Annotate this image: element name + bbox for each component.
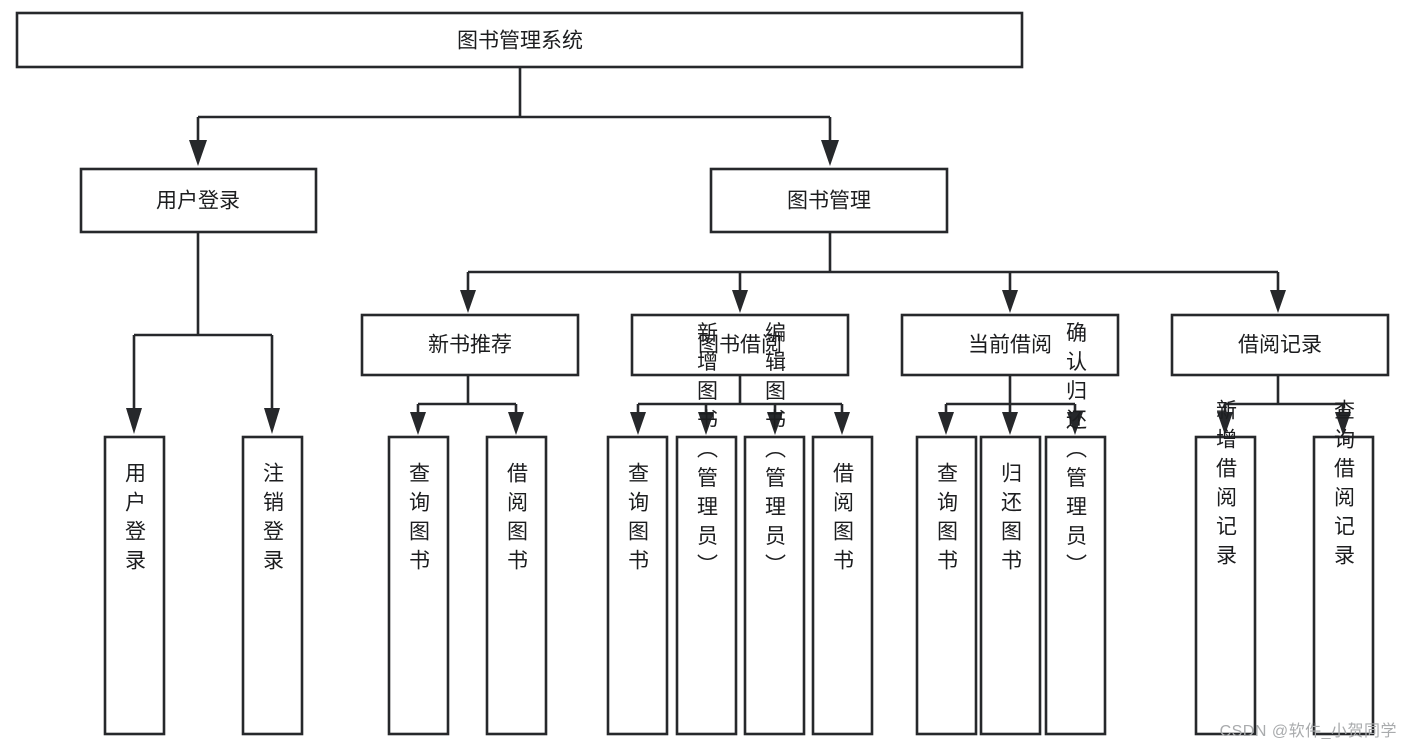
- node-user-login[interactable]: 用户登录: [79, 167, 318, 234]
- node-leaf-borrow-book[interactable]: 借阅图书: [811, 435, 874, 736]
- node-leaf-add-borrow-record-box[interactable]: [1194, 435, 1257, 736]
- node-leaf-return-book[interactable]: 归还图书: [979, 435, 1042, 736]
- arrow-head-l4-12: [1335, 412, 1351, 435]
- node-leaf-logout[interactable]: 注销登录: [241, 435, 304, 736]
- node-leaf-edit-book-admin[interactable]: 编辑图书（管理员）: [743, 322, 806, 736]
- node-user-login-label: 用户登录: [156, 190, 240, 213]
- node-new-book-recommend-label: 新书推荐: [428, 334, 512, 357]
- node-new-book-recommend[interactable]: 新书推荐: [360, 313, 580, 377]
- arrow-head-l4-4: [630, 412, 646, 435]
- arrow-head-l4-9: [1002, 412, 1018, 435]
- node-leaf-add-borrow-record-label: 新增借阅记录: [1214, 399, 1238, 573]
- node-leaf-query-book-rec[interactable]: 查询图书: [387, 435, 450, 736]
- arrow-head-l2-0: [189, 140, 207, 166]
- arrow-head-l4-11: [1217, 412, 1233, 435]
- arrow-head-l3-1: [732, 290, 748, 313]
- arrow-head-l4-7: [834, 412, 850, 435]
- node-leaf-query-borrow-record-label: 查询借阅记录: [1332, 399, 1356, 573]
- node-leaf-confirm-return-admin-box[interactable]: [1044, 435, 1107, 736]
- arrow-head-l3-2: [1002, 290, 1018, 313]
- arrow-head-l4-2: [410, 412, 426, 435]
- node-current-borrow-label: 当前借阅: [968, 334, 1052, 357]
- node-leaf-borrow-book-label: 借阅图书: [831, 462, 855, 578]
- node-leaf-query-book-box[interactable]: [606, 435, 669, 736]
- node-borrow-record[interactable]: 借阅记录: [1170, 313, 1390, 377]
- node-leaf-logout-box[interactable]: [241, 435, 304, 736]
- node-leaf-add-book-admin-box[interactable]: [675, 435, 738, 736]
- node-leaf-return-book-box[interactable]: [979, 435, 1042, 736]
- node-leaf-query-book-cur-box[interactable]: [915, 435, 978, 736]
- node-leaf-borrow-book-rec[interactable]: 借阅图书: [485, 435, 548, 736]
- node-leaf-add-book-admin-label: 新增图书（管理员）: [695, 322, 719, 583]
- arrow-head-l4-10: [1067, 412, 1083, 435]
- node-leaf-confirm-return-admin[interactable]: 确认归还（管理员）: [1044, 322, 1107, 736]
- node-book-borrow[interactable]: 图书借阅: [630, 313, 850, 377]
- node-leaf-confirm-return-admin-label: 确认归还（管理员）: [1064, 322, 1088, 583]
- node-leaf-query-book-label: 查询图书: [626, 462, 650, 578]
- edges-layer: [126, 67, 1351, 435]
- node-book-borrow-label: 图书借阅: [698, 334, 782, 357]
- arrow-head-l3-3: [1270, 290, 1286, 313]
- node-book-management[interactable]: 图书管理: [709, 167, 949, 234]
- arrow-head-l2-1: [821, 140, 839, 166]
- node-current-borrow-box[interactable]: [900, 313, 1120, 377]
- node-leaf-query-book-cur-label: 查询图书: [935, 462, 959, 578]
- arrow-head-l4-0: [126, 408, 142, 434]
- node-root-label: 图书管理系统: [457, 30, 583, 53]
- node-leaf-user-login[interactable]: 用户登录: [103, 435, 166, 736]
- node-leaf-query-borrow-record-box[interactable]: [1312, 435, 1375, 736]
- node-root[interactable]: 图书管理系统: [15, 11, 1024, 69]
- node-root-box[interactable]: [15, 11, 1024, 69]
- node-leaf-borrow-book-box[interactable]: [811, 435, 874, 736]
- node-leaf-query-book[interactable]: 查询图书: [606, 435, 669, 736]
- node-leaf-query-borrow-record[interactable]: 查询借阅记录: [1312, 399, 1375, 736]
- node-new-book-recommend-box[interactable]: [360, 313, 580, 377]
- node-leaf-user-login-box[interactable]: [103, 435, 166, 736]
- node-leaf-query-book-cur[interactable]: 查询图书: [915, 435, 978, 736]
- node-borrow-record-box[interactable]: [1170, 313, 1390, 377]
- node-leaf-add-book-admin[interactable]: 新增图书（管理员）: [675, 322, 738, 736]
- node-leaf-query-book-rec-box[interactable]: [387, 435, 450, 736]
- node-leaf-add-borrow-record[interactable]: 新增借阅记录: [1194, 399, 1257, 736]
- arrow-head-l4-8: [938, 412, 954, 435]
- node-book-borrow-box[interactable]: [630, 313, 850, 377]
- node-leaf-query-book-rec-label: 查询图书: [407, 462, 431, 578]
- arrow-head-l4-3: [508, 412, 524, 435]
- arrow-head-l3-0: [460, 290, 476, 313]
- arrow-head-l4-5: [698, 412, 714, 435]
- node-leaf-borrow-book-rec-label: 借阅图书: [505, 462, 529, 578]
- node-leaf-edit-book-admin-label: 编辑图书（管理员）: [763, 322, 787, 583]
- node-book-management-label: 图书管理: [787, 190, 871, 213]
- node-user-login-box[interactable]: [79, 167, 318, 234]
- arrow-head-l4-6: [767, 412, 783, 435]
- node-leaf-borrow-book-rec-box[interactable]: [485, 435, 548, 736]
- node-leaf-user-login-label: 用户登录: [123, 462, 147, 578]
- node-borrow-record-label: 借阅记录: [1238, 334, 1322, 357]
- node-leaf-edit-book-admin-box[interactable]: [743, 435, 806, 736]
- node-leaf-return-book-label: 归还图书: [999, 462, 1023, 578]
- node-book-management-box[interactable]: [709, 167, 949, 234]
- node-leaf-logout-label: 注销登录: [261, 462, 285, 578]
- node-current-borrow[interactable]: 当前借阅: [900, 313, 1120, 377]
- arrow-head-l4-1: [264, 408, 280, 434]
